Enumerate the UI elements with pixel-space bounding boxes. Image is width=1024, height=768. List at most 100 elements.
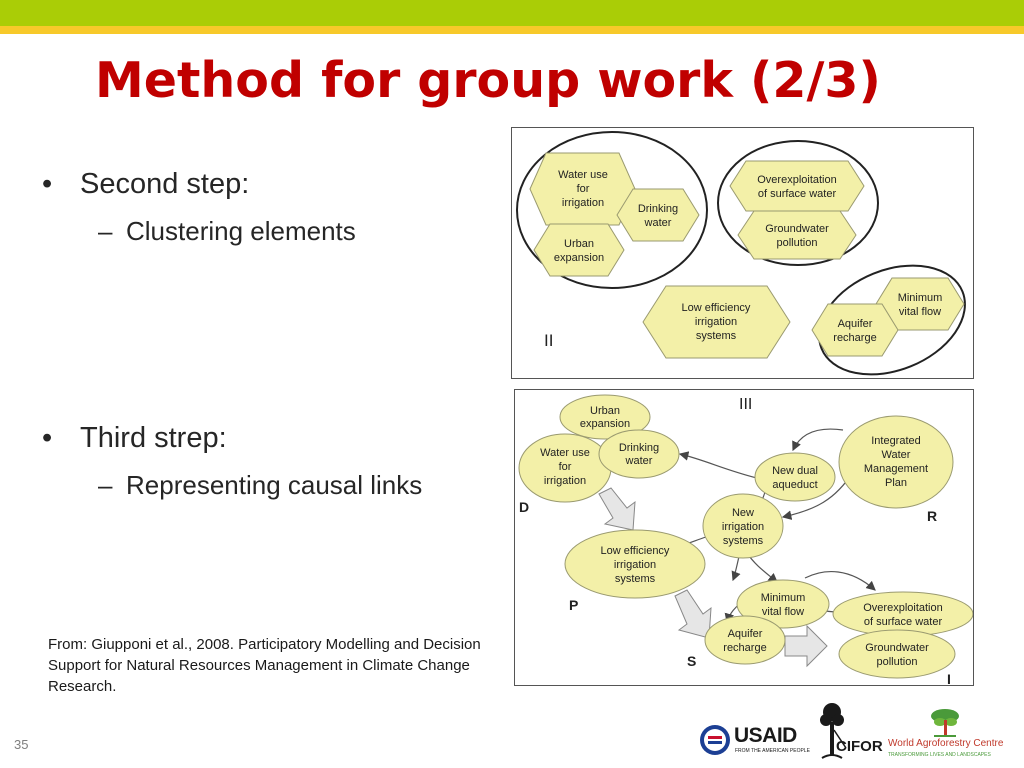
node-label: for (577, 183, 590, 195)
node-label: irrigation (614, 559, 656, 571)
cifor-logo: CIFOR (818, 700, 883, 762)
node-label: Overexploitation (863, 602, 943, 614)
node-label: Minimum (898, 292, 943, 304)
bullet-text: Second step: (80, 168, 250, 200)
slide-title: Method for group work (2/3) (95, 52, 881, 109)
node-label: vital flow (762, 606, 804, 618)
icraf-name: World Agroforestry Centre (888, 738, 1004, 749)
node-aquifer-recharge (811, 303, 899, 357)
node-label: Urban (564, 238, 594, 250)
node-label: irrigation (695, 316, 737, 328)
usaid-seal-icon (700, 725, 730, 755)
dpsir-letter-i: I (947, 671, 951, 685)
node-label: for (559, 461, 572, 473)
icraf-logo: World Agroforestry Centre TRANSFORMING L… (888, 704, 1018, 762)
block-arrow-p-to-s (674, 589, 712, 639)
node-label: Management (864, 463, 928, 475)
node-drinking-water (616, 188, 700, 242)
cluster-ring-right (717, 140, 879, 266)
node-label: Groundwater (865, 642, 929, 654)
node-label: Low efficiency (601, 545, 670, 557)
cluster-ring-bottom (818, 264, 966, 376)
node-label: systems (723, 535, 764, 547)
node-label: Water (882, 449, 911, 461)
usaid-logo: USAID FROM THE AMERICAN PEOPLE (698, 720, 810, 760)
diagram-label: III (739, 396, 752, 413)
node-label: Minimum (761, 592, 806, 604)
node-drinking-water (598, 429, 680, 479)
node-low-efficiency (564, 529, 706, 599)
node-label: systems (696, 330, 737, 342)
causal-diagram: Urban expansion Water use for irrigation… (518, 394, 974, 687)
sub-bullet-text: Representing causal links (126, 470, 423, 500)
dpsir-letter-d: D (519, 499, 529, 515)
bullet-text: Third strep: (80, 422, 227, 454)
usaid-name: USAID (734, 724, 797, 747)
sub-bullet-item: –Representing causal links (98, 470, 423, 500)
node-groundwater-pollution (838, 629, 956, 679)
node-label: pollution (777, 237, 818, 249)
bullet-item: •Second step: (42, 168, 250, 200)
node-label: Groundwater (765, 223, 829, 235)
node-label: systems (615, 573, 656, 585)
node-label: Water use (558, 169, 608, 181)
node-label: water (625, 455, 653, 467)
dpsir-letter-s: S (687, 653, 696, 669)
node-label: of surface water (864, 616, 943, 628)
diagram-label: II (544, 331, 553, 350)
node-label: Water use (540, 447, 590, 459)
sub-bullet-text: Clustering elements (126, 216, 356, 246)
node-label: Integrated (871, 435, 921, 447)
cluster-diagram-panel: Water use for irrigation Drinking water … (511, 127, 974, 379)
link-minimum-to-over (804, 571, 876, 591)
node-label: water (644, 217, 672, 229)
node-label: Overexploitation (757, 174, 837, 186)
block-arrow-s-to-i (784, 624, 828, 668)
node-integrated-plan (838, 415, 954, 509)
cifor-name: CIFOR (836, 738, 883, 755)
node-groundwater-pollution (737, 210, 857, 260)
node-label: irrigation (544, 475, 586, 487)
node-label: New dual (772, 465, 818, 477)
node-label: irrigation (722, 521, 764, 533)
node-minimum-vital-flow (736, 579, 830, 629)
node-label: Aquifer (728, 628, 763, 640)
node-label: recharge (833, 332, 876, 344)
cifor-tree-icon (820, 703, 847, 759)
dpsir-letter-r: R (927, 508, 937, 524)
node-low-efficiency (642, 285, 791, 359)
node-label: vital flow (899, 306, 941, 318)
node-label: recharge (723, 642, 766, 654)
node-aquifer-recharge (704, 615, 786, 665)
cluster-diagram: Water use for irrigation Drinking water … (516, 131, 966, 376)
node-label: expansion (554, 252, 604, 264)
block-arrow-d-to-p (598, 487, 636, 531)
node-label: Plan (885, 477, 907, 489)
link-plan-to-dual (792, 428, 844, 452)
icraf-tagline: TRANSFORMING LIVES AND LANDSCAPES (888, 752, 991, 758)
link-dual-to-drinking (678, 451, 758, 479)
node-label: New (732, 507, 754, 519)
sub-bullet-item: –Clustering elements (98, 216, 356, 246)
node-label: of surface water (758, 188, 837, 200)
node-overexploitation (729, 160, 865, 212)
node-label: expansion (580, 418, 630, 430)
source-citation: From: Giupponi et al., 2008. Participato… (48, 636, 481, 695)
node-urban-expansion (533, 223, 625, 277)
node-label: Low efficiency (682, 302, 751, 314)
node-label: irrigation (562, 197, 604, 209)
usaid-tagline: FROM THE AMERICAN PEOPLE (735, 748, 810, 754)
node-overexploitation (832, 591, 974, 637)
node-label: aqueduct (772, 479, 817, 491)
top-accent-bar-green (0, 0, 1024, 26)
bullet-item: •Third strep: (42, 422, 227, 454)
dpsir-letter-p: P (569, 597, 578, 613)
node-label: Drinking (638, 203, 678, 215)
icraf-tree-icon (931, 709, 959, 737)
cluster-ring-left (516, 131, 708, 289)
slide-number: 35 (14, 737, 29, 752)
top-accent-bar-yellow (0, 26, 1024, 34)
node-new-irrigation (702, 493, 784, 559)
node-label: Urban (590, 405, 620, 417)
node-label: Aquifer (838, 318, 873, 330)
